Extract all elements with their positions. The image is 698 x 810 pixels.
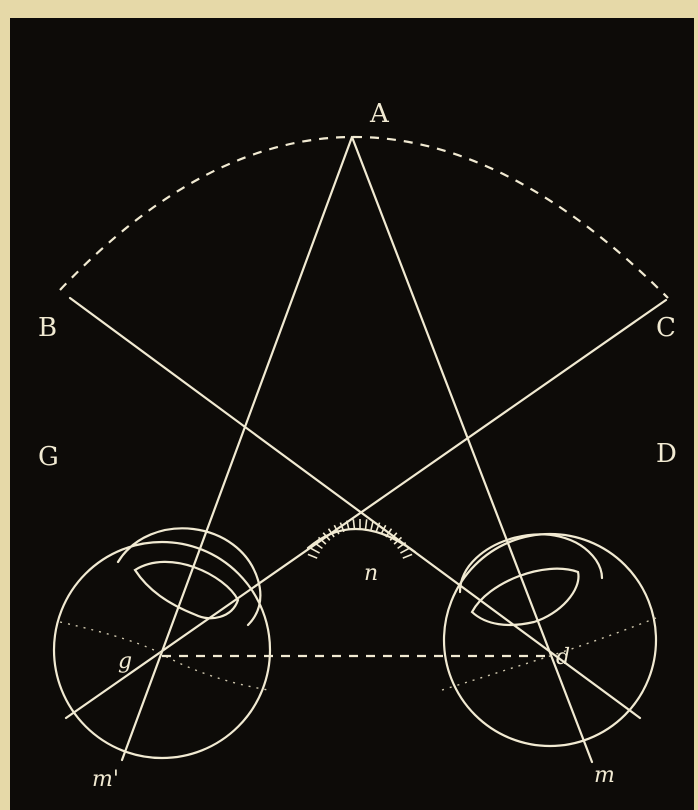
- label-g-lower: g: [118, 649, 132, 674]
- label-m-prime: m': [92, 767, 119, 792]
- label-n: n: [364, 561, 378, 586]
- label-g: G: [38, 442, 59, 472]
- label-c: C: [656, 313, 676, 343]
- label-b: B: [38, 313, 57, 343]
- label-d-lower: d: [556, 645, 570, 670]
- label-a: A: [369, 99, 390, 129]
- label-m: m: [594, 763, 615, 788]
- label-d-upper: D: [656, 439, 677, 469]
